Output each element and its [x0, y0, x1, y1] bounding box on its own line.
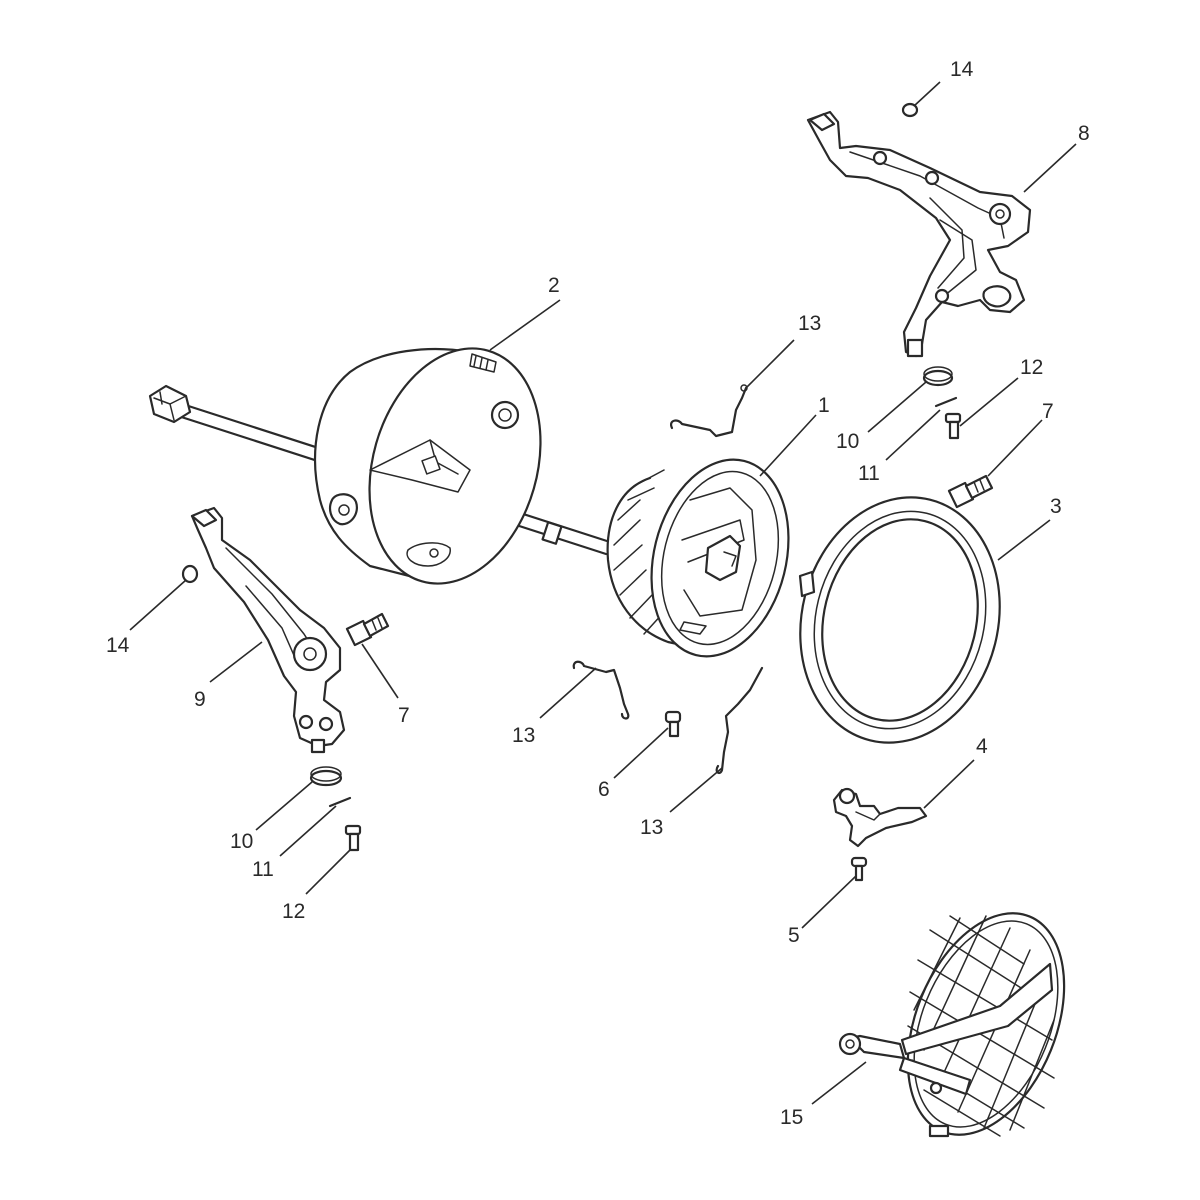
- callout-2: 2: [548, 274, 560, 297]
- right-mounting-bracket: [806, 110, 1032, 358]
- plug-left-14: [181, 564, 199, 584]
- plug-right-14: [901, 102, 919, 118]
- callout-14-left: 14: [106, 634, 130, 657]
- callout-11-left: 11: [252, 858, 274, 881]
- indicator-bracket: [832, 787, 928, 848]
- headlamp-shell: [314, 347, 542, 585]
- callout-9: 9: [194, 688, 206, 711]
- callout-13-top: 13: [798, 312, 821, 335]
- led-headlamp-unit: [606, 458, 790, 658]
- screw-lower: [850, 856, 868, 882]
- callout-10-left: 10: [230, 830, 253, 853]
- wire-clip-upper: [670, 386, 748, 438]
- callout-labels: 1 2 3 4 5 6 7 7 8 9 10 10 11 11 12 12 13…: [106, 58, 1090, 1129]
- spring-left-11: [328, 796, 352, 808]
- callout-4: 4: [976, 735, 988, 758]
- callout-7-left: 7: [398, 704, 410, 727]
- callout-12-right: 12: [1020, 356, 1043, 379]
- callout-3: 3: [1050, 495, 1062, 518]
- wire-clip-lower-left: [572, 660, 630, 720]
- bolt-right: [947, 474, 994, 509]
- wire-clip-lower-right: [715, 666, 764, 775]
- headlight-mesh-guard: [838, 912, 1066, 1138]
- spring-right-11: [934, 396, 958, 408]
- callout-15: 15: [780, 1106, 803, 1129]
- callout-5: 5: [788, 924, 800, 947]
- headlamp-rim: [798, 496, 1001, 744]
- callout-7-right: 7: [1042, 400, 1054, 423]
- callout-14-right: 14: [950, 58, 974, 81]
- callout-13-left: 13: [512, 724, 535, 747]
- harness-connector: [148, 384, 192, 424]
- leader-lines: [129, 81, 1077, 1105]
- callout-10-right: 10: [836, 430, 859, 453]
- callout-6: 6: [598, 778, 610, 801]
- callout-12-left: 12: [282, 900, 305, 923]
- bolt-left: [345, 612, 390, 647]
- callout-13-right: 13: [640, 816, 663, 839]
- grommet-right-10: [922, 366, 954, 387]
- grommet-left-10: [309, 766, 343, 787]
- left-mounting-bracket: [190, 506, 346, 754]
- callout-11-right: 11: [858, 462, 880, 485]
- screw-left-12: [344, 824, 362, 852]
- screw-center: [664, 710, 682, 738]
- callout-8: 8: [1078, 122, 1090, 145]
- screw-right-12: [944, 412, 962, 440]
- callout-1: 1: [818, 394, 830, 417]
